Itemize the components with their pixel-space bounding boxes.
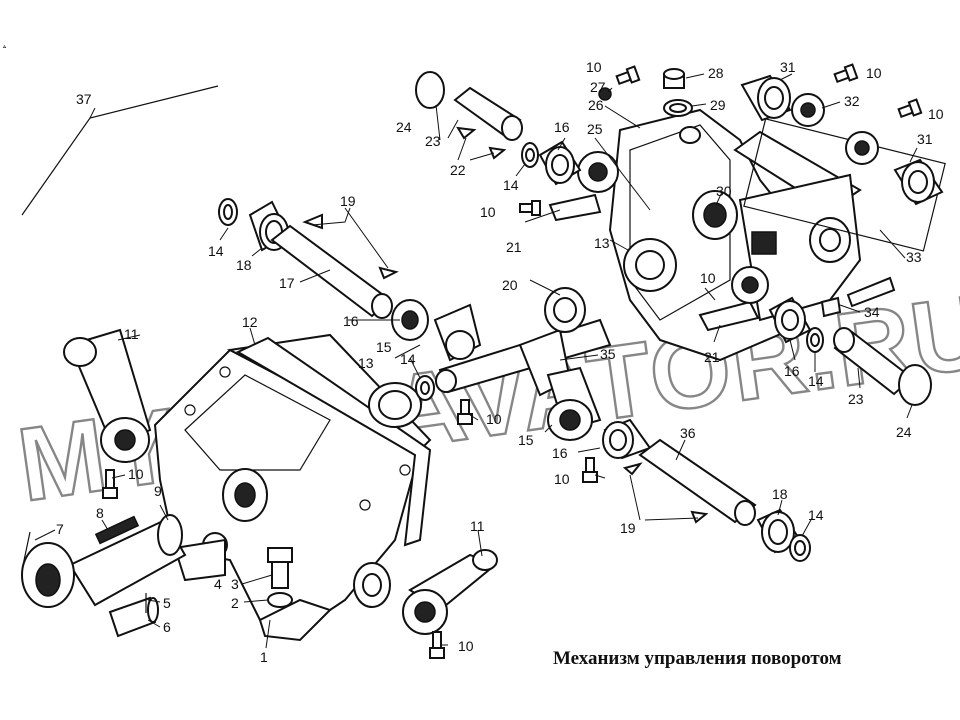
label-3: 3: [231, 576, 239, 592]
part-13-bearing-lower: [368, 382, 422, 428]
label-20: 20: [502, 277, 518, 293]
label-12: 12: [242, 314, 258, 330]
label-13: 13: [358, 355, 374, 371]
label-36: 36: [680, 425, 696, 441]
label-10: 10: [700, 270, 716, 286]
label-14: 14: [808, 373, 824, 389]
part-15-fork-lower: [546, 366, 602, 441]
label-10: 10: [554, 471, 570, 487]
part-top-pin-group: [415, 71, 582, 186]
label-15: 15: [518, 432, 534, 448]
label-27: 27: [590, 79, 606, 95]
label-24: 24: [396, 119, 412, 135]
label-11: 11: [470, 518, 485, 534]
part-11-lever-upper: [63, 328, 152, 463]
label-10: 10: [458, 638, 474, 654]
label-31: 31: [780, 59, 796, 75]
label-16: 16: [343, 313, 359, 329]
label-10: 10: [928, 106, 944, 122]
label-13: 13: [594, 235, 610, 251]
label-18: 18: [772, 486, 788, 502]
part-upper-housing: [608, 108, 946, 362]
label-16: 16: [784, 363, 800, 379]
label-5: 5: [163, 595, 171, 611]
part-labels: 37 14 18 17 19 11 12 16 13 15 14 10 10 9…: [56, 59, 944, 665]
label-8: 8: [96, 505, 104, 521]
label-28: 28: [708, 65, 724, 81]
part-11-lever-lower: [402, 549, 498, 635]
label-25: 25: [587, 121, 603, 137]
part-36-shaft-group: [602, 418, 811, 562]
diagram-caption: Механизм управления поворотом: [553, 648, 842, 669]
leader-lines: [34, 73, 918, 649]
label-26: 26: [588, 97, 604, 113]
label-22: 22: [450, 162, 466, 178]
label-35: 35: [600, 346, 616, 362]
label-14: 14: [400, 351, 416, 367]
part-12-gasket: [235, 336, 432, 547]
label-6: 6: [163, 619, 171, 635]
label-10: 10: [866, 65, 882, 81]
label-14: 14: [208, 243, 224, 259]
part-left-lever-shaft: [21, 514, 187, 608]
label-7: 7: [56, 521, 64, 537]
label-14: 14: [808, 507, 824, 523]
label-37: 37: [76, 91, 92, 107]
part-top-right-group: [598, 68, 944, 318]
label-21: 21: [704, 349, 720, 365]
part-5-6-pins: [108, 593, 159, 638]
label-19: 19: [340, 193, 356, 209]
label-19: 19: [620, 520, 636, 536]
label-1: 1: [260, 649, 268, 665]
label-15: 15: [376, 339, 392, 355]
label-21: 21: [506, 239, 522, 255]
label-11: 11: [124, 326, 139, 342]
part-21-brackets: [548, 151, 769, 332]
label-24: 24: [896, 424, 912, 440]
label-10: 10: [486, 411, 502, 427]
label-30: 30: [716, 183, 732, 199]
label-32: 32: [844, 93, 860, 109]
label-16: 16: [554, 119, 570, 135]
label-14: 14: [503, 177, 519, 193]
label-34: 34: [864, 304, 880, 320]
label-33: 33: [906, 249, 922, 265]
part-37-outline: [21, 85, 219, 216]
label-23: 23: [425, 133, 441, 149]
corner-mark: ꭺ: [3, 44, 6, 50]
part-right-pin-group: [768, 296, 932, 406]
label-2: 2: [231, 595, 239, 611]
label-16: 16: [552, 445, 568, 461]
label-9: 9: [154, 483, 162, 499]
label-17: 17: [279, 275, 295, 291]
label-31: 31: [917, 131, 933, 147]
label-4: 4: [214, 576, 222, 592]
part-2-3-4-bolt: [267, 547, 293, 608]
label-23: 23: [848, 391, 864, 407]
label-10: 10: [586, 59, 602, 75]
label-29: 29: [710, 97, 726, 113]
part-left-shaft-group: [218, 198, 482, 401]
part-13-20-bearings-upper: [544, 238, 677, 333]
label-18: 18: [236, 257, 252, 273]
label-10: 10: [480, 204, 496, 220]
label-10: 10: [128, 466, 144, 482]
